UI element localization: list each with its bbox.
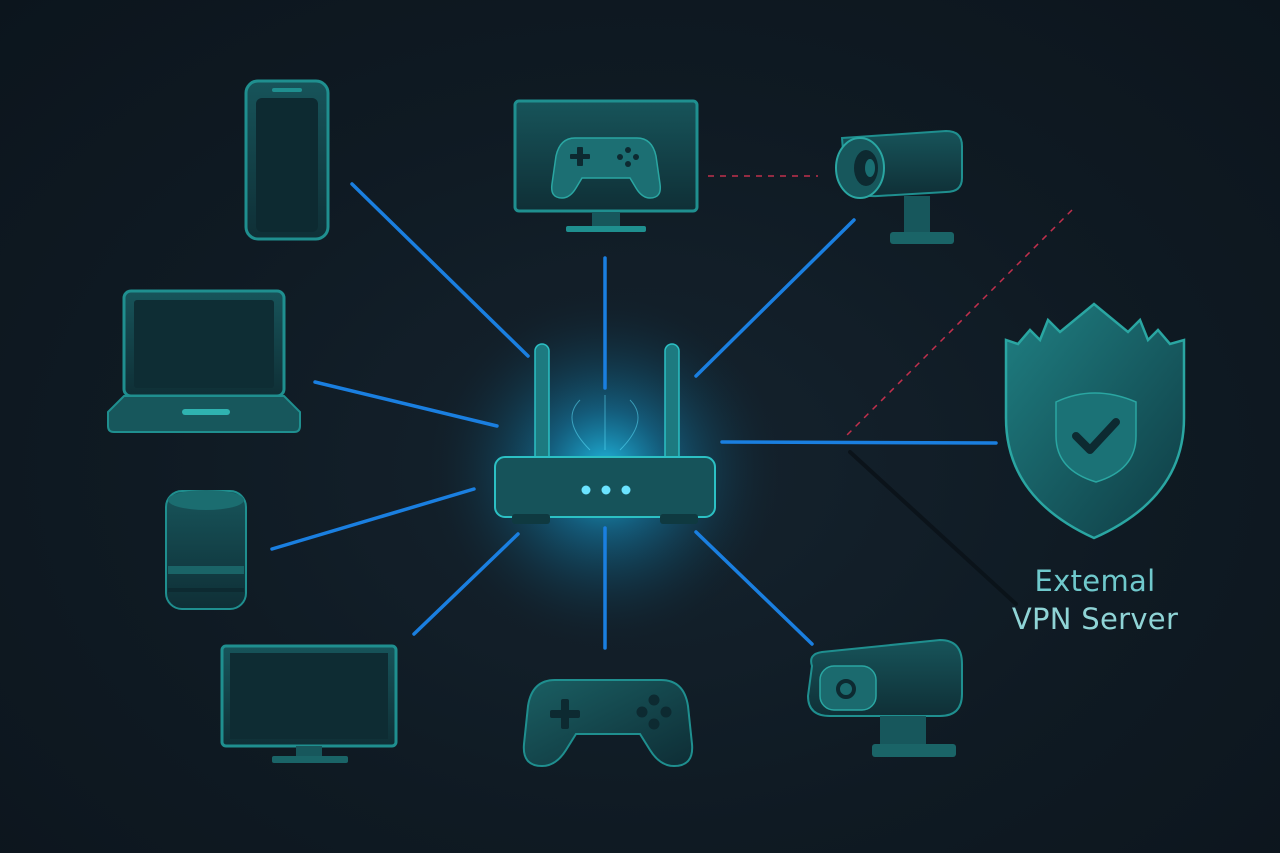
laptop-icon	[107, 289, 301, 433]
shadow-line-vpn	[848, 450, 1018, 606]
link-security-camera	[694, 218, 856, 378]
connection-links	[270, 182, 998, 650]
vpn-label-line1: Extemal	[1034, 564, 1156, 598]
vpn-label-line2: VPN Server	[1011, 602, 1179, 636]
vpn-server-label: Extemal VPN Server	[1000, 562, 1190, 638]
smartphone-icon	[244, 79, 330, 241]
link-laptop	[313, 380, 499, 428]
link-webcam	[694, 530, 814, 646]
link-speaker	[270, 487, 476, 551]
threat-line-vpn	[845, 209, 1073, 437]
shield-check-icon	[1004, 302, 1186, 540]
threat-lines	[708, 175, 1073, 437]
link-vpn	[720, 440, 998, 445]
gamepad-icon	[522, 679, 694, 768]
webcam-icon	[806, 638, 963, 757]
link-monitor	[412, 532, 520, 636]
game-console-tv-icon	[513, 99, 699, 232]
security-camera-icon	[835, 129, 963, 244]
router-icon	[494, 343, 716, 524]
monitor-icon	[220, 644, 398, 763]
smart-speaker-icon	[165, 490, 247, 610]
link-smartphone	[350, 182, 530, 358]
